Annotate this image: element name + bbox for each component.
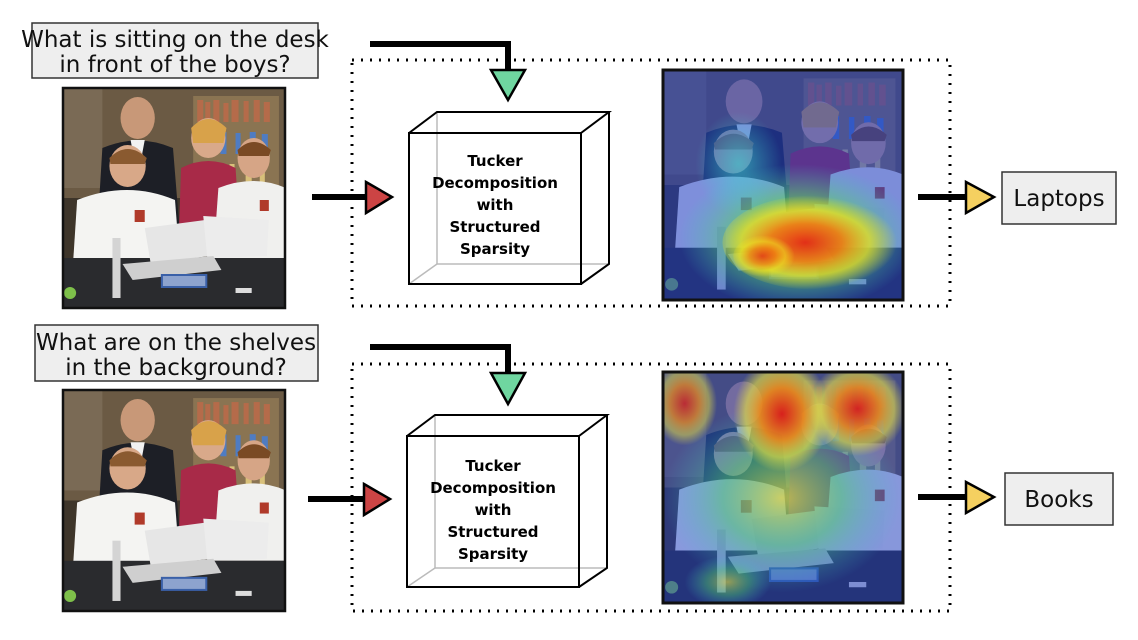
module-label-line-1: Tucker: [467, 152, 523, 170]
module-label-line-5: Sparsity: [458, 545, 528, 563]
module-label-line-4: Structured: [447, 523, 538, 541]
question-box: What is sitting on the desk in front of …: [21, 22, 330, 79]
question-input-arrow: [370, 41, 528, 103]
module-label-line-1: Tucker: [465, 457, 521, 475]
module-label-line-3: with: [477, 196, 514, 214]
image-input-arrow: [312, 179, 395, 216]
answer-label: Laptops: [1013, 186, 1104, 212]
attention-heatmap-icon: [661, 370, 905, 605]
classroom-photo-icon: [61, 388, 287, 613]
model-frame: [350, 362, 952, 613]
module-label-line-2: Decomposition: [430, 479, 556, 497]
answer-box: Laptops: [1001, 171, 1117, 225]
answer-output-arrow: [918, 479, 997, 516]
tucker-cube: Tucker Decomposition with Structured Spa…: [408, 111, 612, 285]
classroom-photo-icon: [61, 86, 287, 310]
answer-box: Books: [1004, 472, 1114, 526]
module-label-line-2: Decomposition: [432, 174, 558, 192]
image-input-arrow: [308, 481, 393, 518]
module-label-line-4: Structured: [449, 218, 540, 236]
question-input-arrow: [370, 344, 528, 407]
question-line-1: What is sitting on the desk: [21, 27, 329, 53]
question-line-2: in front of the boys?: [59, 52, 290, 78]
model-frame: [350, 58, 952, 308]
module-label-line-5: Sparsity: [460, 240, 530, 258]
question-line-2: in the background?: [65, 355, 287, 381]
answer-output-arrow: [918, 179, 997, 216]
answer-label: Books: [1024, 487, 1093, 513]
attention-heatmap-icon: [661, 68, 905, 302]
module-label-line-3: with: [475, 501, 512, 519]
question-box: What are on the shelves in the backgroun…: [34, 324, 319, 382]
question-line-1: What are on the shelves: [36, 330, 316, 356]
tucker-cube: Tucker Decomposition with Structured Spa…: [406, 414, 610, 588]
